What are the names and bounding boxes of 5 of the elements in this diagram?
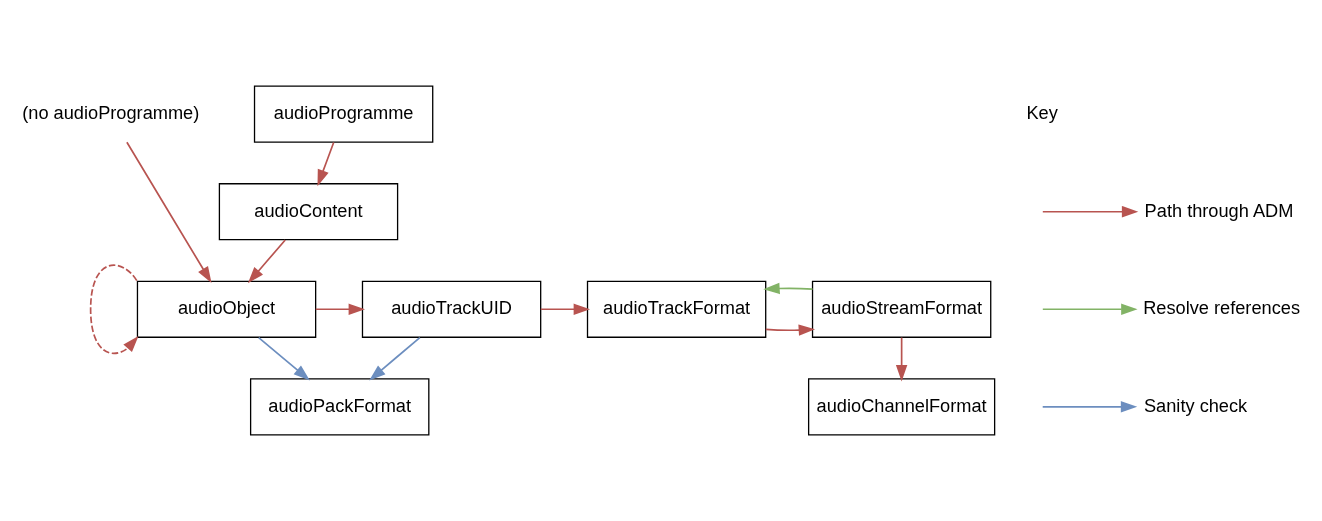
node-text: (no audioProgramme) [22, 102, 200, 123]
legend-label: Path through ADM [1144, 200, 1294, 221]
legend-label: Sanity check [1144, 395, 1248, 416]
label: Key [1026, 102, 1058, 123]
legend-label: Resolve references [1143, 298, 1301, 319]
